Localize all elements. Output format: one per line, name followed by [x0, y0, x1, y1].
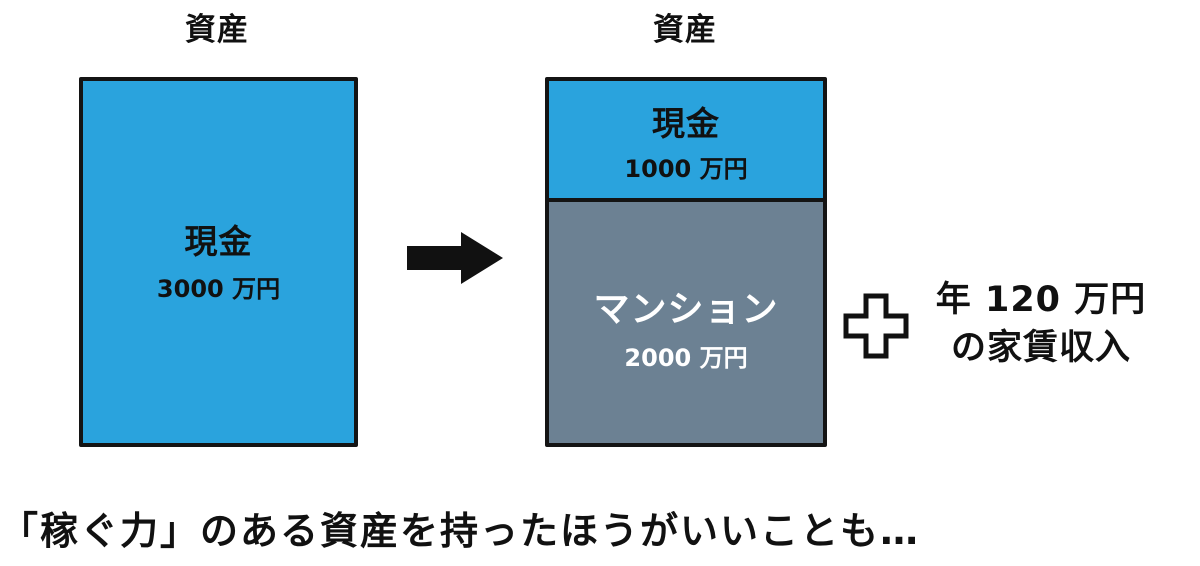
left-cash-block: 現金 3000 万円	[79, 77, 358, 447]
left-cash-label: 現金	[184, 222, 253, 261]
caption: 「稼ぐ力」のある資産を持ったほうがいいことも…	[0, 509, 921, 553]
condo-amount: 2000 万円	[624, 344, 748, 372]
right-condo-section: マンション 2000 万円	[549, 202, 823, 443]
right-asset-block: 現金 1000 万円 マンション 2000 万円	[545, 77, 827, 447]
rental-income-text: 年 120 万円 の家賃収入	[916, 276, 1166, 372]
condo-label: マンション	[593, 289, 779, 330]
right-cash-label: 現金	[652, 104, 720, 143]
income-line-1: 年 120 万円	[935, 280, 1147, 320]
right-arrow-icon	[407, 232, 503, 284]
section-divider	[549, 198, 823, 202]
income-line-2: の家賃収入	[950, 328, 1131, 368]
plus-icon	[843, 293, 909, 359]
left-cash-amount: 3000 万円	[156, 275, 281, 303]
right-asset-heading: 資産	[653, 12, 717, 48]
right-cash-amount: 1000 万円	[624, 155, 748, 183]
left-asset-heading: 資産	[185, 12, 249, 48]
right-cash-section: 現金 1000 万円	[549, 81, 823, 198]
